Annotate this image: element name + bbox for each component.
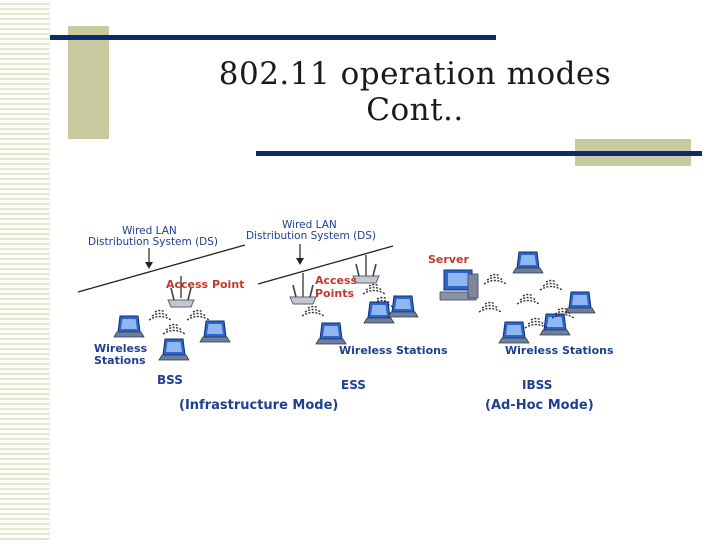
bss-wireless-label-line-1: Wireless <box>94 342 148 355</box>
bss-access-point-label: Access Point <box>166 278 244 291</box>
bss-laptop-icon <box>158 338 190 361</box>
ibss-laptop-icon <box>564 291 596 314</box>
ibss-server-icon <box>439 269 479 301</box>
ibss-wireless-signal-icon <box>516 293 540 305</box>
bss-wired-lan-label: Wired LAN <box>122 225 177 237</box>
ibss-laptop-icon <box>539 313 571 336</box>
ibss-wireless-signal-icon <box>539 279 563 291</box>
ess-access-points-label-line-2: Points <box>315 287 354 300</box>
slide-title-line-1: 802.11 operation modes <box>218 56 612 92</box>
slide-title-line-2: Cont.. <box>366 92 464 128</box>
ess-wireless-stations-label: Wireless Stations <box>339 344 448 357</box>
bss-ds-label: Distribution System (DS) <box>88 236 218 248</box>
ess-wireless-signal-icon <box>362 283 386 295</box>
ess-laptop-icon <box>387 295 419 318</box>
title-bottom-rule <box>256 151 702 156</box>
adhoc-mode-label: (Ad-Hoc Mode) <box>485 398 594 413</box>
bss-laptop-icon <box>199 320 231 343</box>
ess-ds-arrow <box>296 244 304 265</box>
bss-laptop-icon <box>113 315 145 338</box>
infrastructure-mode-label: (Infrastructure Mode) <box>179 398 338 413</box>
slide-title: 802.11 operation modes Cont.. <box>150 56 680 128</box>
ess-access-points-label-line-1: Access <box>315 274 358 287</box>
bss-wireless-signal-icon <box>148 309 172 321</box>
ibss-wireless-signal-icon <box>483 273 507 285</box>
bss-wireless-label-line-2: Stations <box>94 354 146 367</box>
bss-mode-label: BSS <box>157 373 183 387</box>
left-stripe-border <box>0 0 50 540</box>
ess-ds-label: Distribution System (DS) <box>246 230 376 242</box>
ibss-wireless-stations-label: Wireless Stations <box>505 344 614 357</box>
bss-wired-lan-line <box>77 244 246 293</box>
ibss-wireless-signal-icon <box>524 317 548 329</box>
ibss-mode-label: IBSS <box>522 378 552 392</box>
ibss-server-label: Server <box>428 253 469 266</box>
ess-mode-label: ESS <box>341 378 366 392</box>
bss-wireless-signal-icon <box>186 309 210 321</box>
title-accent-block-left <box>68 26 109 139</box>
title-top-rule <box>50 35 496 40</box>
bss-ds-arrow <box>145 248 153 269</box>
ess-wireless-signal-icon <box>301 305 325 317</box>
ess-laptop-icon <box>315 322 347 345</box>
ibss-wireless-signal-icon <box>478 301 502 313</box>
ess-wired-lan-line <box>257 245 394 285</box>
ibss-laptop-icon <box>512 251 544 274</box>
ibss-laptop-icon <box>498 321 530 344</box>
ess-wired-lan-label: Wired LAN <box>282 219 337 231</box>
bss-wireless-signal-icon <box>162 323 186 335</box>
